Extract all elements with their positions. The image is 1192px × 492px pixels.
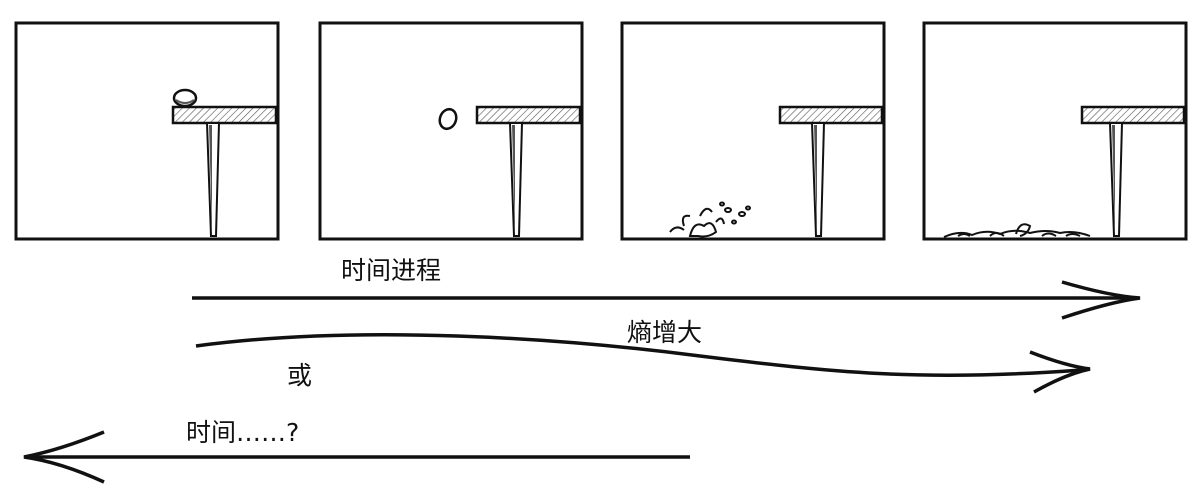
time-progress-arrow [192,280,1141,320]
entropy-increase-arrow [195,333,1091,394]
panel-egg-falling [318,21,584,241]
time-progress-label: 时间进程 [341,256,442,285]
egg-splatter-icon [669,201,751,238]
table [475,105,582,237]
table [1080,105,1186,237]
or-label: 或 [287,361,313,390]
broken-egg-icon [943,223,1091,238]
time-question-label: 时间……? [186,418,300,447]
table [171,105,278,237]
panel-egg-on-table [14,21,280,241]
panel-egg-broken [922,21,1188,241]
egg-icon [438,107,458,131]
table [778,105,884,237]
time-reverse-arrow [23,430,690,484]
entropy-increase-label: 熵增大 [627,318,703,347]
panel-egg-splattering [620,21,886,241]
